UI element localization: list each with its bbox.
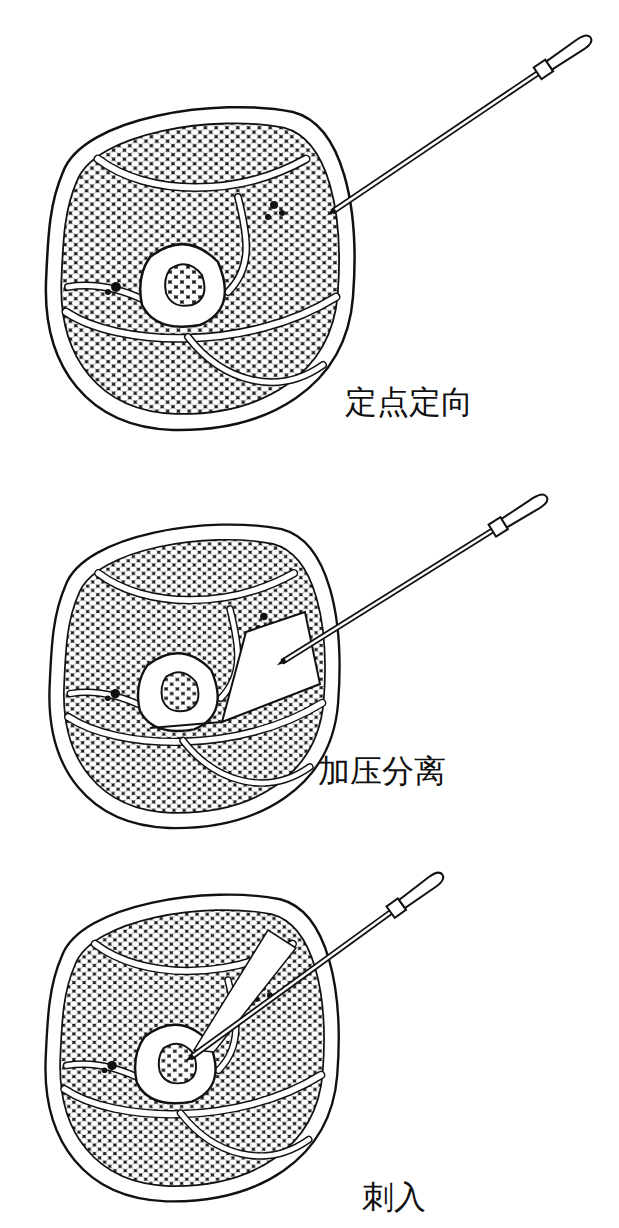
step-caption: 定点定向 bbox=[345, 383, 473, 421]
step-caption: 刺入 bbox=[362, 1178, 426, 1216]
step-caption: 加压分离 bbox=[318, 752, 446, 790]
